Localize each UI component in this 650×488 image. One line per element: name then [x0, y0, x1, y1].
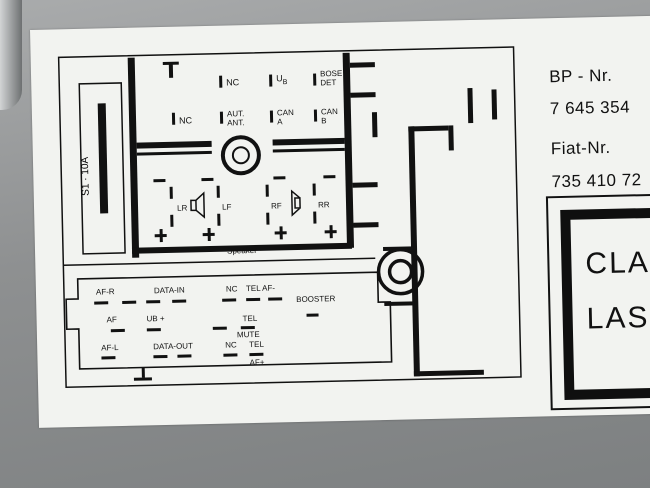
pin-can-a-letter: A [277, 117, 283, 127]
pin-af-plus: AF+ [249, 357, 265, 368]
pin-tel-af-minus: TEL AF- [245, 283, 276, 294]
diagram-frame [57, 46, 522, 389]
pin-can-b: CAN [320, 107, 338, 117]
pin-bose-det: DET [320, 78, 337, 88]
pinout-sticker: S1 · 10A NC UB BOSE DET NC AUT. ANT. CAN… [30, 15, 650, 428]
pin-can-a: CAN [276, 108, 294, 118]
speaker-rr: RR [317, 200, 330, 210]
brand-box: CLA LAS [545, 192, 650, 411]
pin-data-out: DATA-OUT [153, 341, 194, 352]
fuse-rating: S1 · 10A [79, 156, 92, 196]
fiat-number: 735 410 72 [551, 170, 642, 192]
pin-nc-lower-2: NC [225, 340, 237, 350]
pin-ant: ANT. [227, 118, 245, 128]
mounting-bracket [0, 0, 22, 110]
pin-ub-plus: UB + [146, 314, 165, 324]
pin-data-in: DATA-IN [153, 285, 185, 296]
speaker-caption: Speaker [226, 245, 257, 256]
pin-mute: MUTE [236, 329, 260, 340]
bp-number: 7 645 354 [549, 97, 631, 119]
pin-af-r: AF-R [95, 287, 115, 297]
speaker-rf: RF [270, 201, 282, 211]
lower-connector-outline [65, 271, 393, 370]
pin-ub: UB [276, 73, 288, 87]
pin-nc-top: NC [226, 77, 240, 88]
fuse-frame [78, 82, 126, 255]
fiat-label: Fiat-Nr. [550, 137, 611, 159]
speaker-lr: LR [176, 203, 188, 213]
brand-line-2: LAS [586, 301, 650, 336]
pin-nc-lower-1: NC [225, 284, 238, 294]
pin-tel-2: TEL [249, 339, 264, 350]
pin-booster: BOOSTER [296, 294, 336, 305]
bp-label: BP - Nr. [548, 65, 613, 87]
speaker-icon [290, 189, 301, 217]
pin-tel: TEL [242, 313, 258, 324]
pinout-diagram [57, 46, 522, 389]
pin-nc-mid: NC [178, 115, 193, 126]
brand-inner: CLA LAS [560, 206, 650, 400]
pin-af: AF [106, 315, 117, 325]
pin-can-b-letter: B [321, 116, 327, 126]
fuse-bar [97, 103, 109, 214]
brand-line-1: CLA [585, 246, 650, 281]
pin-bose: BOSE [319, 68, 343, 79]
pin-af-l: AF-L [101, 343, 119, 353]
speaker-icon [190, 191, 206, 219]
speaker-lf: LF [221, 202, 232, 212]
